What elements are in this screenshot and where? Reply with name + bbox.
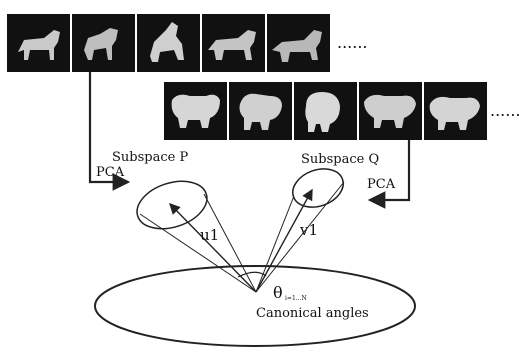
image-tile-top-5 [267, 14, 330, 72]
subspace-p-label: Subspace P [112, 150, 188, 165]
cone-subspace-p [136, 180, 257, 293]
vector-v1 [255, 188, 313, 293]
v1-label: v1 [299, 221, 318, 239]
image-tile-bottom-5 [424, 82, 487, 140]
image-tile-bottom-4 [359, 82, 422, 140]
image-tile-bottom-2 [229, 82, 292, 140]
base-plane-ellipse [94, 265, 416, 347]
vector-u1 [169, 202, 257, 293]
image-tile-bottom-1 [164, 82, 227, 140]
image-tile-top-2 [72, 14, 135, 72]
image-tile-top-1 [7, 14, 70, 72]
image-tile-top-3 [137, 14, 200, 72]
canonical-angles-label: Canonical angles [256, 306, 369, 321]
theta-subscript: i=1...N [285, 295, 307, 302]
pca-connector-right [367, 140, 411, 209]
u1-label: u1 [200, 226, 219, 244]
top-row-ellipsis: ...... [337, 33, 368, 52]
pca-label-right: PCA [367, 177, 396, 192]
image-tile-top-4 [202, 14, 265, 72]
image-tile-bottom-3 [294, 82, 357, 140]
theta-symbol: θ [273, 283, 283, 302]
top-image-strip: ...... [7, 14, 368, 72]
pca-label-left: PCA [96, 165, 125, 180]
subspace-q-label: Subspace Q [301, 152, 379, 167]
bottom-image-strip: ...... [164, 82, 519, 140]
angle-arc [237, 271, 267, 278]
pca-connector-left [88, 72, 131, 191]
bottom-row-ellipsis: ...... [490, 101, 519, 120]
